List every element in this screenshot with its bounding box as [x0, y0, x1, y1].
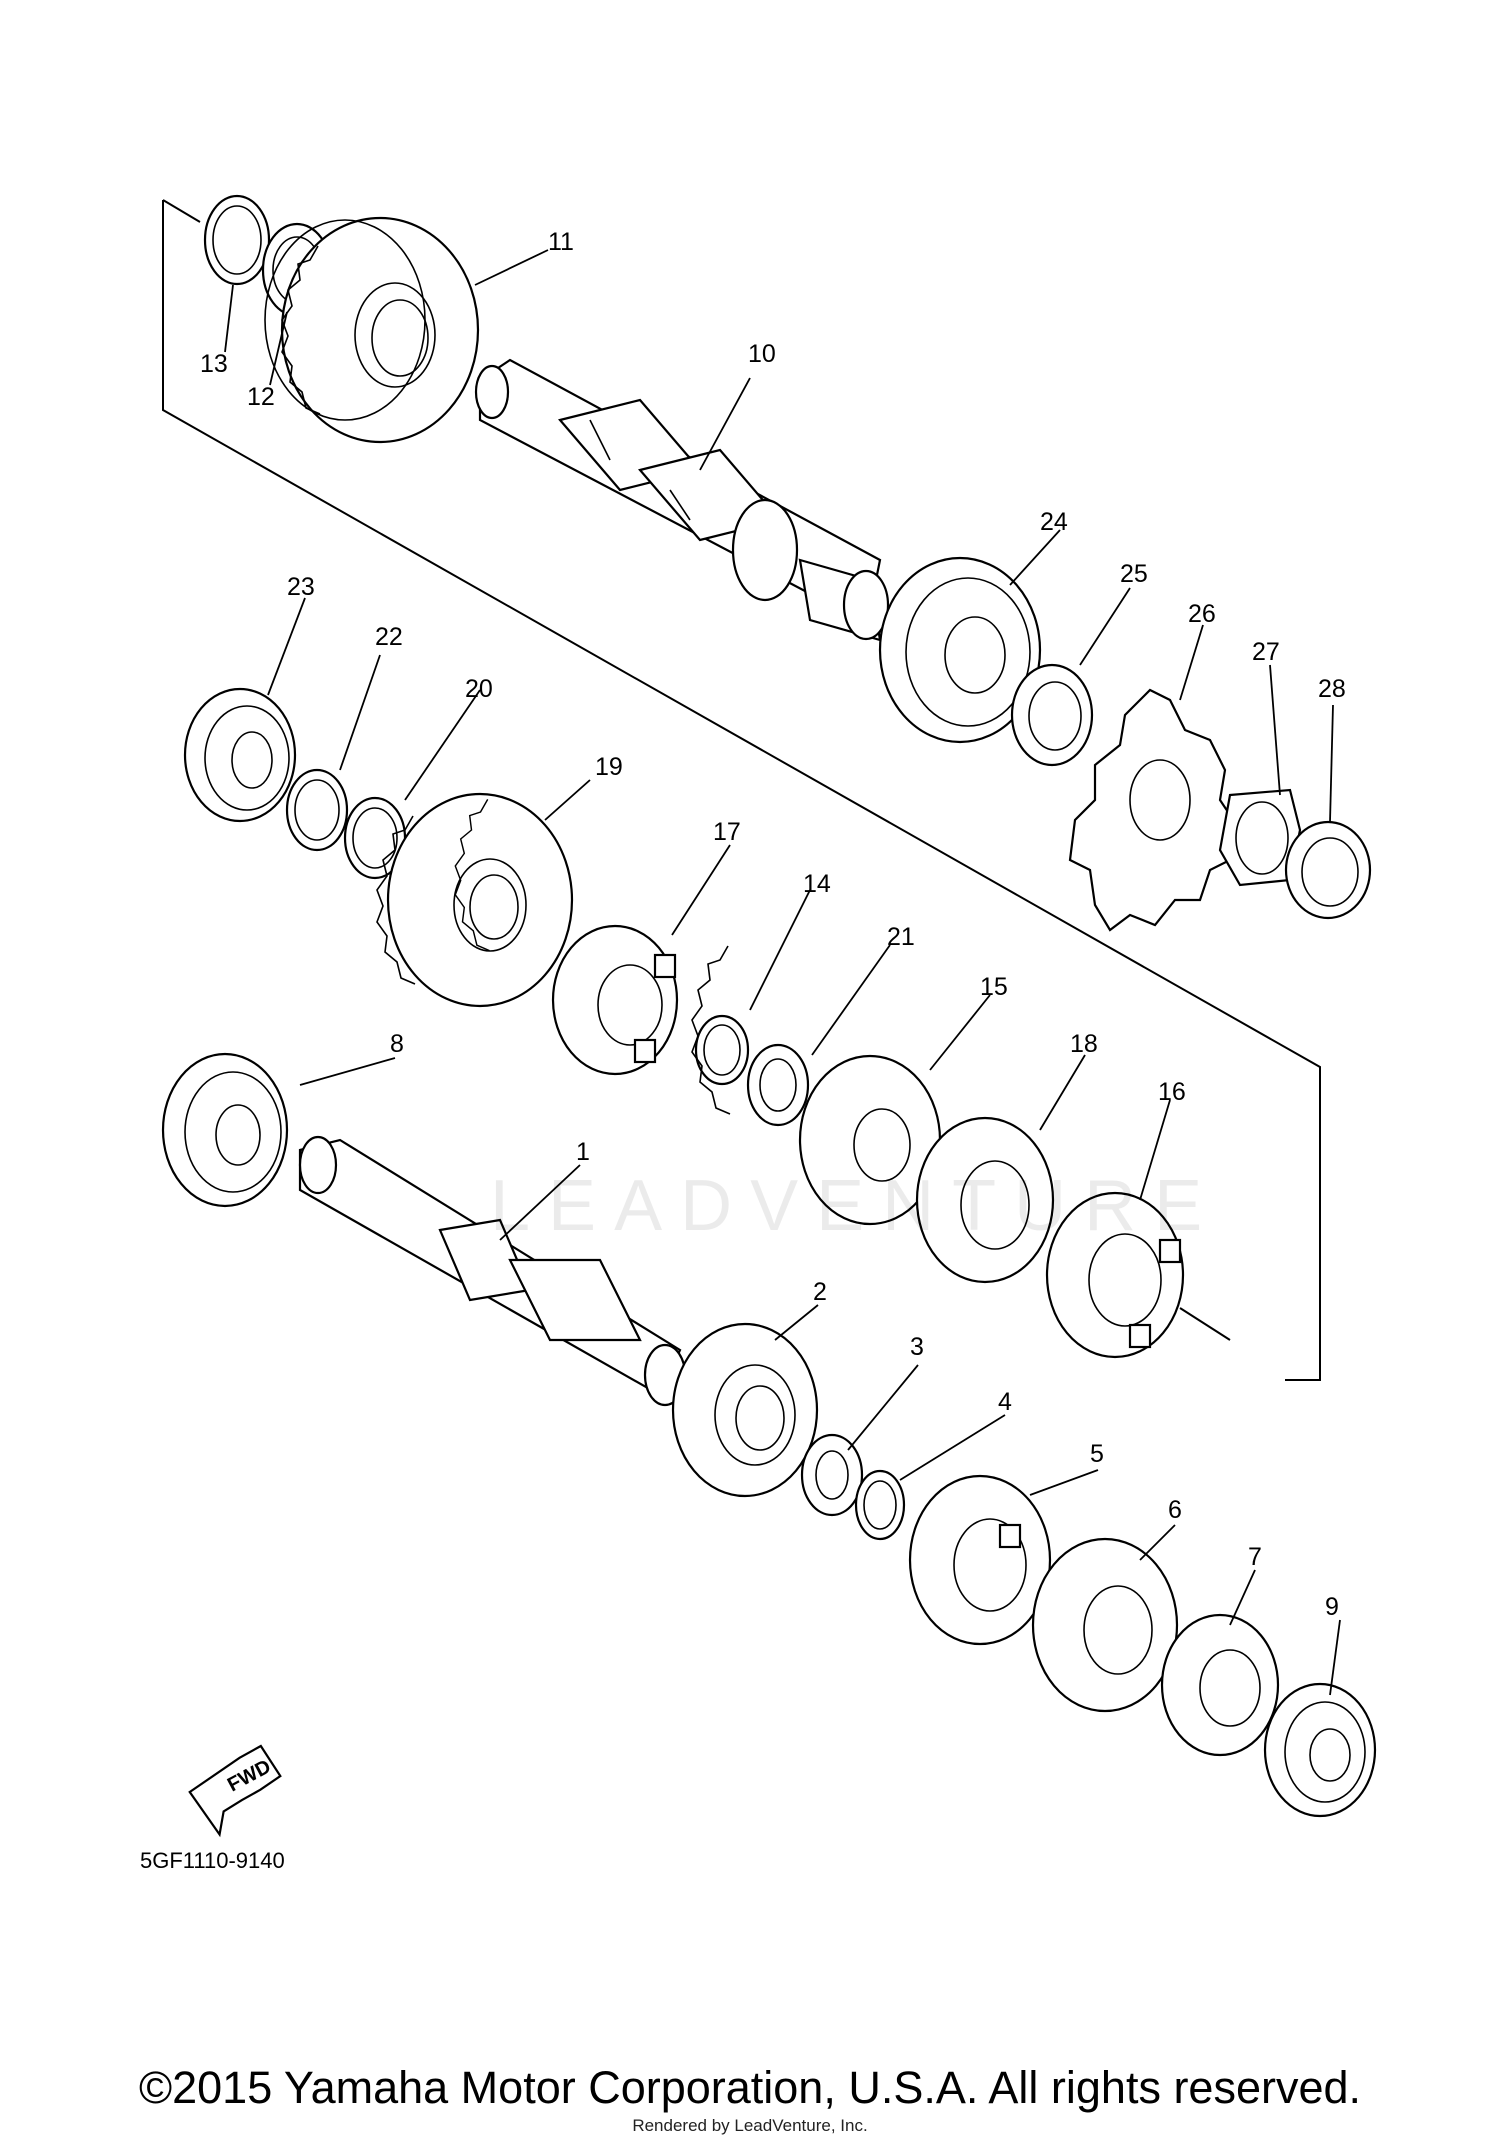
part-19-gear[interactable] [376, 792, 574, 1008]
part-22-circlip[interactable] [285, 768, 349, 852]
callout-6: 6 [1168, 1496, 1182, 1524]
part-23-bearing[interactable] [183, 687, 297, 823]
part-11-gear[interactable] [264, 216, 480, 444]
callout-26: 26 [1188, 600, 1216, 628]
part-16-gear[interactable] [1045, 1191, 1185, 1359]
callout-19: 19 [595, 753, 623, 781]
callout-10: 10 [748, 340, 776, 368]
callout-27: 27 [1252, 638, 1280, 666]
callout-23: 23 [287, 573, 315, 601]
part-4-circlip[interactable] [854, 1469, 906, 1541]
callout-18: 18 [1070, 1030, 1098, 1058]
callout-labels: 11 13 12 10 24 25 26 27 28 23 22 20 19 1… [200, 228, 1346, 1621]
part-2-gear[interactable] [671, 1322, 819, 1498]
part-10-main-axle[interactable] [474, 358, 890, 642]
part-26-drive-sprocket[interactable] [1068, 688, 1242, 932]
callout-11: 11 [548, 228, 574, 256]
assembly-frame [162, 199, 1321, 1381]
copyright-notice: ©2015 Yamaha Motor Corporation, U.S.A. A… [138, 2062, 1362, 2113]
part-8-bearing[interactable] [161, 1052, 289, 1208]
callout-5: 5 [1090, 1440, 1104, 1468]
part-18-gear[interactable] [915, 1116, 1055, 1284]
callout-25: 25 [1120, 560, 1148, 588]
callout-16: 16 [1158, 1078, 1186, 1106]
callout-15: 15 [980, 973, 1008, 1001]
callout-3: 3 [910, 1333, 924, 1361]
fwd-arrow-icon: FWD [188, 1744, 282, 1838]
part-13-circlip[interactable] [203, 194, 271, 286]
part-1-main-axle[interactable] [298, 1135, 687, 1407]
part-21-washer[interactable] [746, 1043, 810, 1127]
part-3-washer[interactable] [800, 1433, 864, 1517]
part-7-gear[interactable] [1160, 1613, 1280, 1757]
part-17-gear[interactable] [454, 798, 679, 1076]
callout-7: 7 [1248, 1543, 1262, 1571]
callout-12: 12 [247, 383, 275, 411]
callout-21: 21 [887, 923, 915, 951]
part-14-circlip[interactable] [694, 1014, 750, 1086]
callout-9: 9 [1325, 1593, 1339, 1621]
callout-1: 1 [576, 1138, 590, 1166]
callout-14: 14 [803, 870, 831, 898]
leader-lines [224, 249, 1341, 1696]
callout-28: 28 [1318, 675, 1346, 703]
part-9-bearing[interactable] [1263, 1682, 1377, 1818]
callout-2: 2 [813, 1278, 827, 1306]
callout-13: 13 [200, 350, 228, 378]
part-27-lock-washer[interactable] [1218, 788, 1302, 887]
part-25-oil-seal[interactable] [1010, 663, 1094, 767]
part-6-gear[interactable] [1031, 1537, 1179, 1713]
callout-24: 24 [1040, 508, 1068, 536]
callout-4: 4 [998, 1388, 1012, 1416]
watermark: LEADVENTURE [490, 1166, 1221, 1246]
part-15-gear[interactable] [691, 945, 942, 1226]
callout-8: 8 [390, 1030, 404, 1058]
rendered-by-notice: Rendered by LeadVenture, Inc. [632, 2116, 868, 2135]
part-5-gear[interactable] [908, 1474, 1052, 1646]
callout-22: 22 [375, 623, 403, 651]
part-24-bearing[interactable] [878, 556, 1042, 744]
callout-17: 17 [713, 818, 741, 846]
diagram-code: 5GF1110-9140 [140, 1848, 285, 1873]
callout-20: 20 [465, 675, 493, 703]
part-28-spacer[interactable] [1284, 820, 1372, 920]
